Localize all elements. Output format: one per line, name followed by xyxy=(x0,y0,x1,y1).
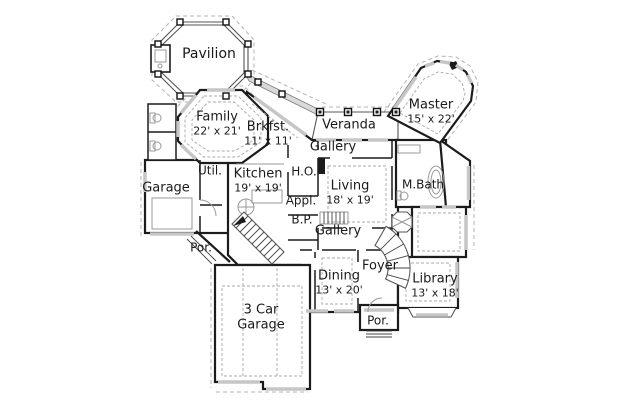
room-name: Pavilion xyxy=(182,46,236,63)
room-name: Gallery xyxy=(309,139,357,155)
room-name: M.Bath xyxy=(401,177,445,192)
room-name: Library xyxy=(412,271,458,287)
room-name: Dining xyxy=(318,268,360,284)
room-dims: 18' x 19' xyxy=(326,193,374,207)
room-name: Por. xyxy=(367,313,389,328)
room-label-foyer: Foyer xyxy=(361,258,399,275)
room-name: Living xyxy=(330,178,370,194)
room-dims: 19' x 19' xyxy=(234,181,282,195)
room-dims: 11' x 11' xyxy=(244,134,292,148)
ceiling-dashed-lines xyxy=(184,71,466,378)
room-label-veranda: Veranda xyxy=(322,117,376,134)
room-name: B.P. xyxy=(291,212,313,227)
window-segments xyxy=(143,59,474,391)
room-name: Brkfst. xyxy=(246,119,290,135)
room-name: Foyer xyxy=(361,258,399,274)
room-name: 3 Car xyxy=(243,302,279,318)
room-name-line2: Garage xyxy=(237,317,285,332)
room-name: Kitchen xyxy=(233,166,283,182)
room-label-gallery-lower: Gallery xyxy=(314,223,362,240)
room-label-garage: Garage xyxy=(142,180,190,197)
interior-walls xyxy=(199,140,413,312)
room-label-appliance: Appl. xyxy=(285,193,317,208)
room-name: Gallery xyxy=(314,223,362,239)
room-label-porch-rear: Por. xyxy=(367,313,389,328)
room-label-gallery-upper: Gallery xyxy=(309,139,357,156)
room-label-butlers-pantry: B.P. xyxy=(291,212,313,227)
room-name: H.O. xyxy=(291,164,317,179)
main-staircase xyxy=(231,211,285,265)
curved-staircase xyxy=(374,211,413,290)
room-name: Util. xyxy=(198,163,222,178)
room-label-home-office: H.O. xyxy=(291,164,317,179)
pavilion-structure xyxy=(150,21,249,97)
room-name: Por. xyxy=(190,240,212,255)
porch-columns xyxy=(154,18,401,117)
room-label-porch-left: Por. xyxy=(190,240,212,255)
room-name: Garage xyxy=(142,180,190,196)
room-dims: 22' x 21' xyxy=(193,124,241,138)
room-label-breakfast: Brkfst.11' x 11' xyxy=(244,119,292,148)
room-label-master-bath: M.Bath xyxy=(401,177,445,192)
room-name: Veranda xyxy=(322,117,376,133)
room-name: Master xyxy=(408,97,454,113)
room-dims: 13' x 18' xyxy=(411,286,459,300)
room-label-pavilion: Pavilion xyxy=(182,46,236,63)
room-dims: 15' x 22' xyxy=(407,112,455,126)
room-dims: 13' x 20' xyxy=(315,283,363,297)
room-label-utility: Util. xyxy=(198,163,222,178)
room-name: Appl. xyxy=(285,193,317,208)
room-name: Family xyxy=(196,109,238,125)
